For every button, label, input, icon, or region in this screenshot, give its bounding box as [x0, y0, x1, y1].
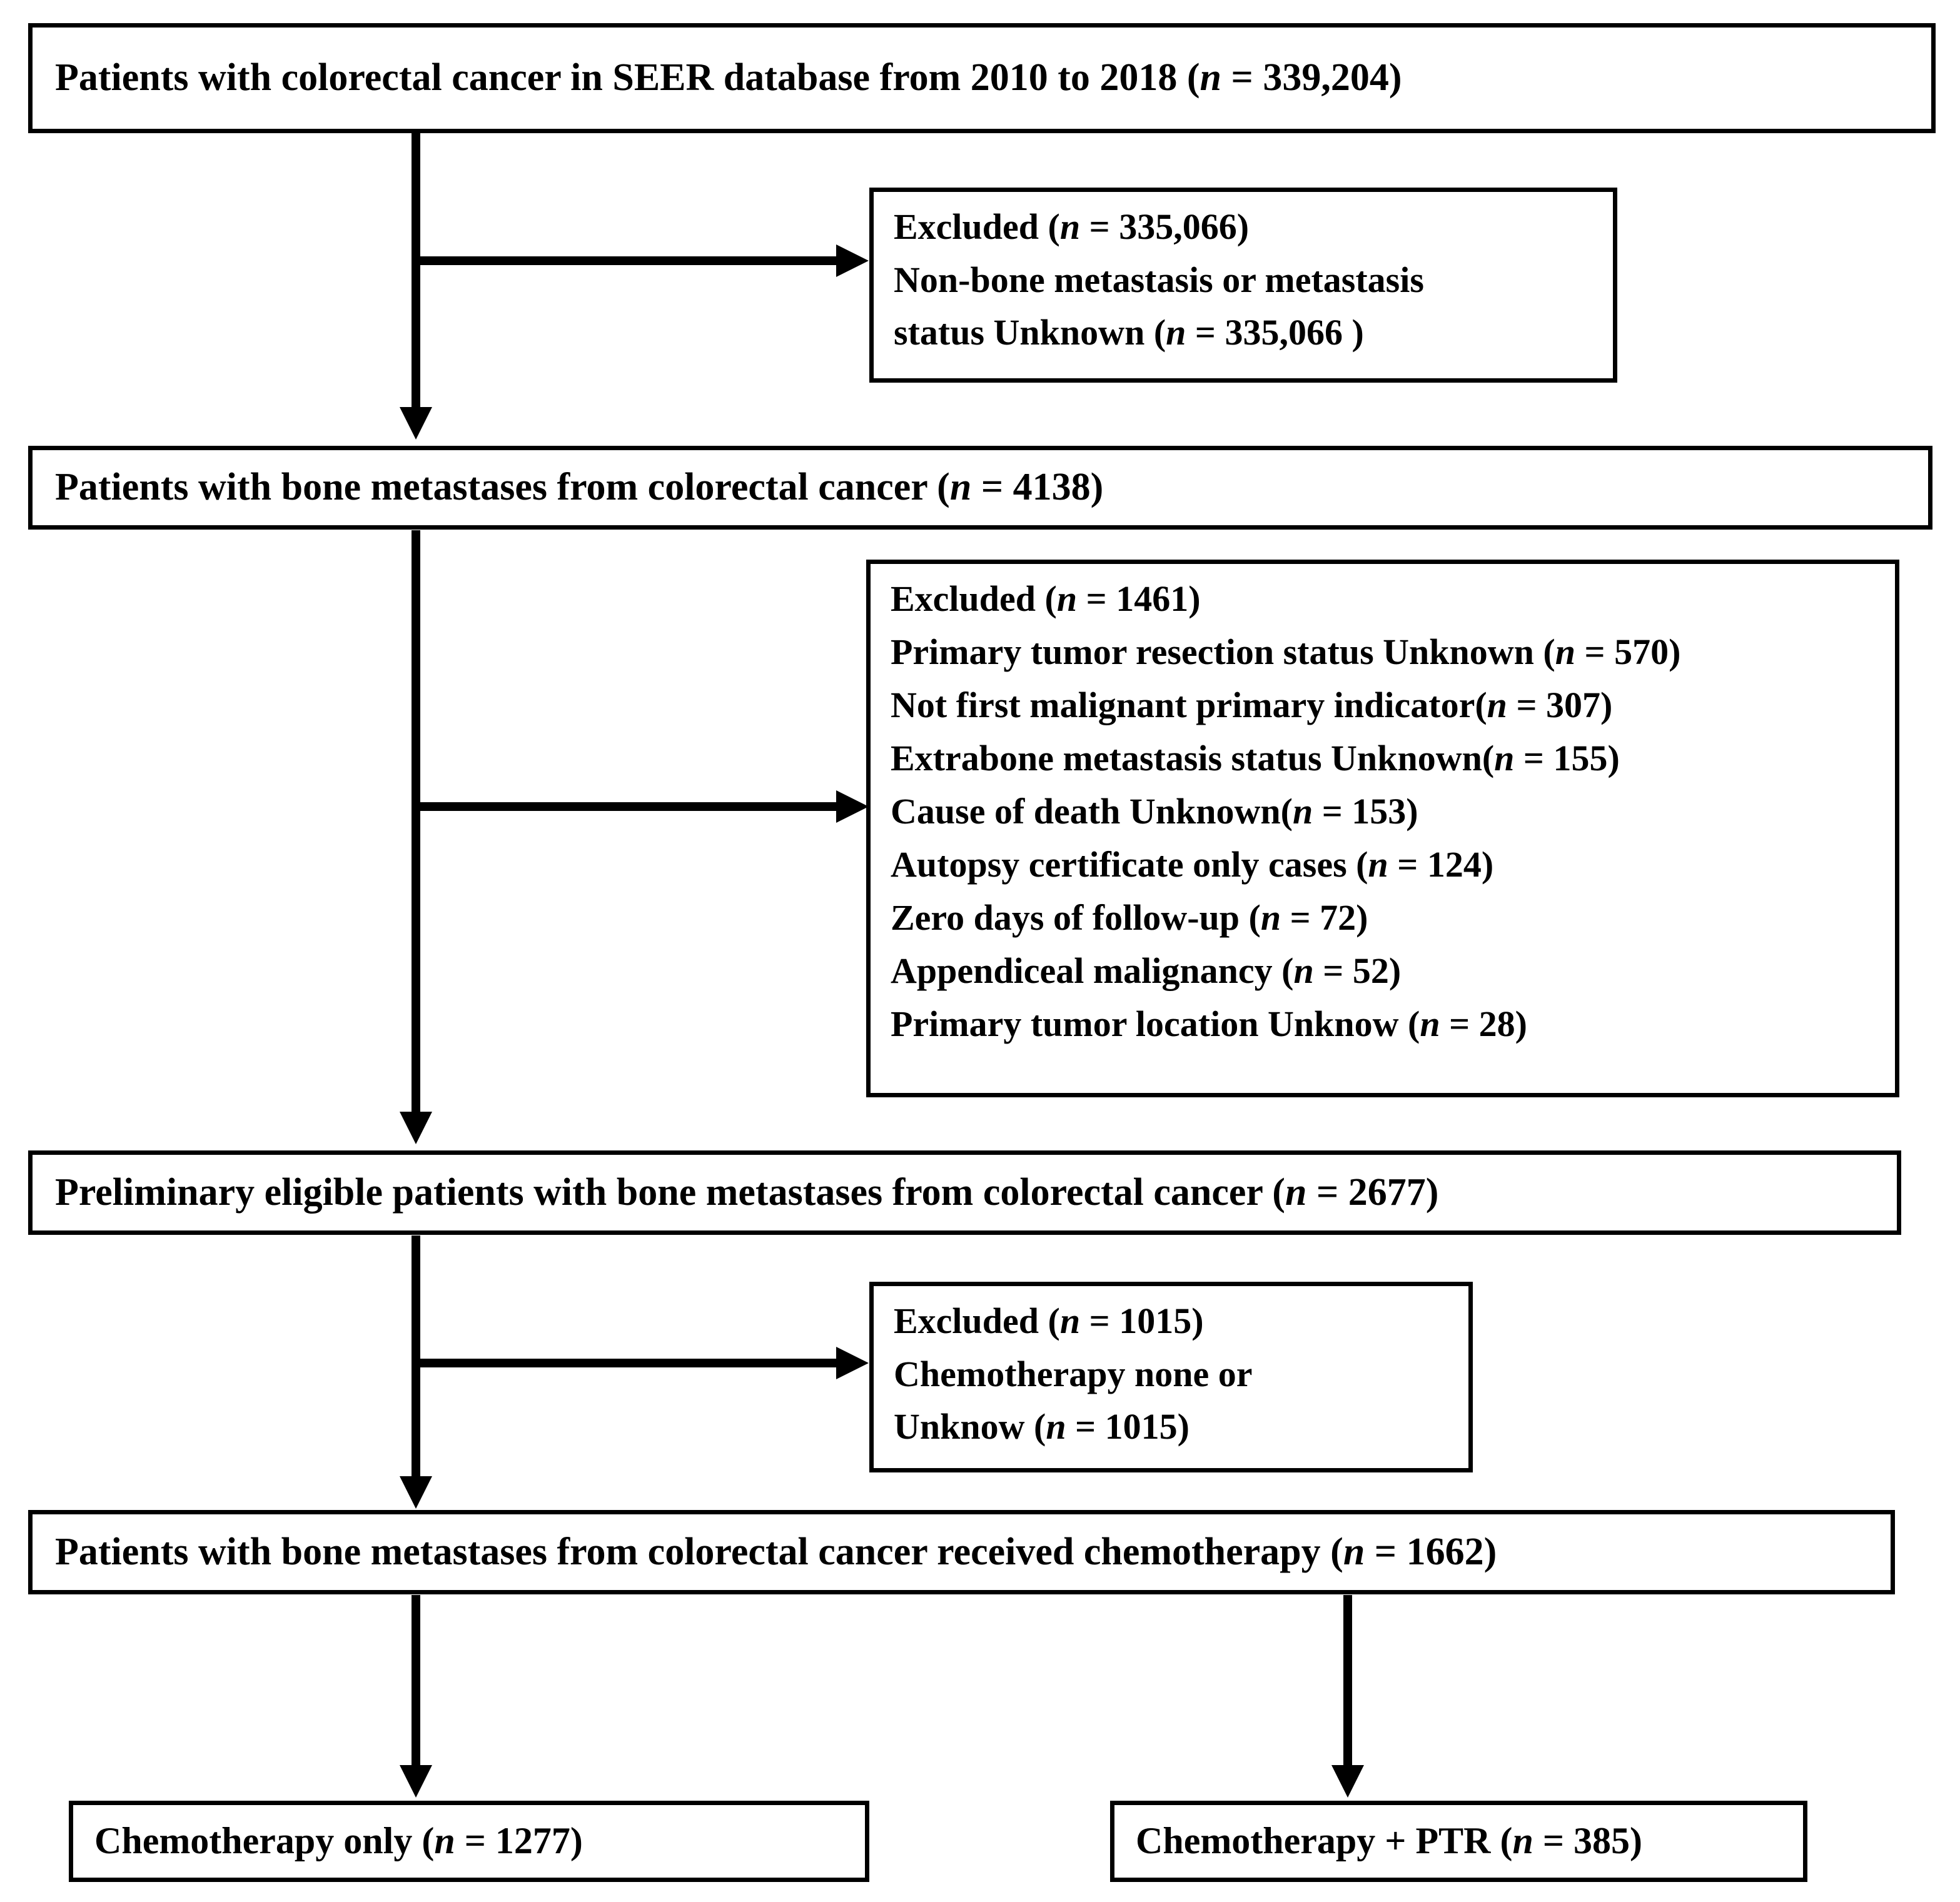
connector-stem-1	[412, 133, 420, 407]
exclusion-box-2-line: Autopsy certificate only cases (n = 124)	[891, 843, 1494, 885]
terminal-box-right: Chemotherapy + PTR (n = 385)	[1110, 1801, 1807, 1882]
exclusion-box-1-line: Non-bone metastasis or metastasis	[894, 259, 1424, 300]
terminal-box-right-text: Chemotherapy + PTR (n = 385)	[1136, 1820, 1643, 1862]
stage-box-3-text: Preliminary eligible patients with bone …	[55, 1170, 1439, 1214]
connector-arrowhead-down-1	[400, 407, 432, 440]
exclusion-box-3: Excluded (n = 1015) Chemotherapy none or…	[869, 1282, 1473, 1472]
connector-arrowhead-right-3	[836, 1347, 869, 1379]
exclusion-box-3-line: Chemotherapy none or	[894, 1353, 1253, 1394]
stage-box-4: Patients with bone metastases from color…	[28, 1510, 1895, 1594]
connector-arrowhead-right-2	[836, 790, 869, 823]
exclusion-box-2: Excluded (n = 1461) Primary tumor resect…	[866, 560, 1899, 1097]
connector-stem-2	[412, 530, 420, 1112]
stage-box-1-text: Patients with colorectal cancer in SEER …	[55, 56, 1402, 99]
stage-box-1: Patients with colorectal cancer in SEER …	[28, 23, 1936, 133]
connector-branch-3	[416, 1359, 836, 1367]
exclusion-box-2-line: Appendiceal malignancy (n = 52)	[891, 950, 1402, 991]
connector-stem-terminal-right	[1343, 1595, 1352, 1765]
terminal-box-left: Chemotherapy only (n = 1277)	[69, 1801, 869, 1882]
connector-arrowhead-down-2	[400, 1112, 432, 1144]
connector-arrowhead-right-1	[836, 244, 869, 277]
exclusion-box-2-line: Primary tumor resection status Unknown (…	[891, 631, 1681, 672]
connector-arrowhead-down-terminal-right	[1331, 1765, 1364, 1798]
connector-arrowhead-down-3	[400, 1476, 432, 1509]
exclusion-box-2-line: Extrabone metastasis status Unknown(n = …	[891, 737, 1620, 778]
exclusion-box-3-line: Excluded (n = 1015)	[894, 1301, 1204, 1341]
connector-stem-3	[412, 1235, 420, 1476]
connector-branch-2	[416, 802, 836, 811]
exclusion-box-2-line: Cause of death Unknown(n = 153)	[891, 790, 1418, 832]
connector-arrowhead-down-terminal-left	[400, 1765, 432, 1798]
exclusion-box-2-line: Not first malignant primary indicator(n …	[891, 684, 1613, 725]
exclusion-box-1: Excluded (n = 335,066) Non-bone metastas…	[869, 188, 1617, 383]
stage-box-2: Patients with bone metastases from color…	[28, 446, 1932, 530]
connector-stem-terminal-left	[412, 1595, 420, 1765]
exclusion-box-1-line: status Unknown (n = 335,066 )	[894, 312, 1364, 353]
stage-box-2-text: Patients with bone metastases from color…	[55, 466, 1104, 509]
exclusion-box-1-line: Excluded (n = 335,066)	[894, 206, 1250, 247]
stage-box-4-text: Patients with bone metastases from color…	[55, 1530, 1497, 1573]
exclusion-box-2-line: Zero days of follow-up (n = 72)	[891, 897, 1368, 938]
terminal-box-left-text: Chemotherapy only (n = 1277)	[94, 1820, 583, 1862]
exclusion-box-2-line: Primary tumor location Unknow (n = 28)	[891, 1003, 1527, 1044]
connector-branch-1	[416, 256, 836, 265]
exclusion-box-3-line: Unknow (n = 1015)	[894, 1406, 1190, 1447]
stage-box-3: Preliminary eligible patients with bone …	[28, 1150, 1901, 1235]
exclusion-box-2-line: Excluded (n = 1461)	[891, 578, 1201, 619]
